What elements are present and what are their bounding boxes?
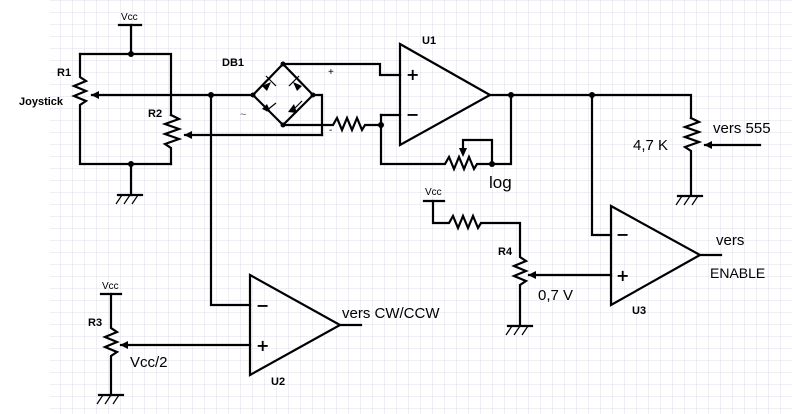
junction <box>508 92 514 98</box>
ground-symbol <box>505 324 534 336</box>
wiper-arrow <box>459 148 467 157</box>
enable-label: ENABLE <box>710 265 765 281</box>
u1-plus: + <box>406 65 419 84</box>
u2-minus: − <box>256 296 269 315</box>
joystick-label: Joystick <box>19 96 64 108</box>
vers-label: vers <box>716 232 744 249</box>
res-47k-label: 4,7 K <box>633 137 668 154</box>
vers-555-label: vers 555 <box>713 120 771 137</box>
pot-4-7k <box>681 116 703 197</box>
feedback-log-pot <box>379 93 513 172</box>
r3-label: R3 <box>88 317 102 329</box>
input-resistor <box>281 115 383 133</box>
r4-divider <box>431 199 529 327</box>
u1-label: U1 <box>422 35 436 47</box>
log-label: log <box>489 173 512 192</box>
u3-plus: + <box>616 266 629 285</box>
vcc-top-symbol: Vcc <box>117 12 143 56</box>
vcc-r3-label: Vcc <box>102 281 119 292</box>
wire-bridge-ac <box>311 93 324 137</box>
junction <box>128 51 134 57</box>
u3-minus: − <box>616 225 629 244</box>
ac-symbol: ~ <box>240 109 246 121</box>
vcc-half-label: Vcc/2 <box>130 354 168 371</box>
log-pot-wiper <box>461 138 494 166</box>
u2-label: U2 <box>271 376 285 388</box>
r1-potentiometer <box>71 52 173 166</box>
ground-symbol <box>96 393 125 405</box>
ground-symbol <box>675 194 704 206</box>
u2-plus: + <box>256 336 269 355</box>
r1-label: R1 <box>57 67 71 79</box>
junction <box>489 161 495 167</box>
u1-minus: − <box>406 105 419 124</box>
minus-small-label: - <box>329 125 332 136</box>
u3-label: U3 <box>632 305 646 317</box>
vers-cwccw-label: vers CW/CCW <box>342 305 440 322</box>
vcc-top-label: Vcc <box>121 12 138 23</box>
plus-small-label: + <box>328 67 334 78</box>
db1-label: DB1 <box>222 57 244 69</box>
wire-to-u3-minus <box>590 93 613 237</box>
diode-bridge-db1 <box>250 61 316 128</box>
ground-symbol <box>115 162 144 205</box>
wire-u1-output <box>488 93 693 120</box>
wire-to-u2-minus <box>209 93 252 307</box>
vcc-r4-label: Vcc <box>425 187 442 198</box>
v07-label: 0,7 V <box>538 287 573 304</box>
r4-label: R4 <box>498 246 513 258</box>
grid-background <box>50 0 792 414</box>
wire-bridge-plus <box>281 62 402 77</box>
white-mask-left <box>0 0 50 414</box>
r2-potentiometer <box>161 113 183 166</box>
opamp-u2 <box>248 273 343 377</box>
r2-label: R2 <box>148 108 162 120</box>
opamp-u3 <box>609 204 703 307</box>
r3-potentiometer <box>102 292 120 397</box>
opamp-u1 <box>398 42 493 147</box>
